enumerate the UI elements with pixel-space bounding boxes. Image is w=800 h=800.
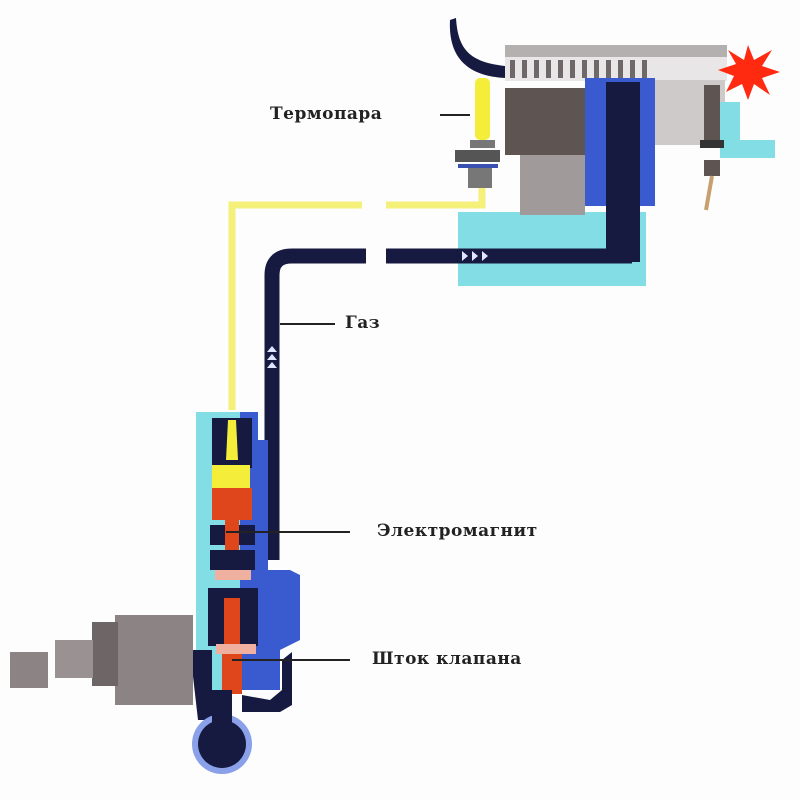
label-gas: Газ xyxy=(345,313,381,333)
label-thermocouple: Термопара xyxy=(270,104,383,124)
leader-lines xyxy=(226,114,470,661)
label-valve-stem: Шток клапана xyxy=(372,649,522,669)
valve-body xyxy=(190,412,300,774)
thermocouple-wire xyxy=(228,188,486,410)
spark-icon xyxy=(718,45,780,100)
gas-pipe xyxy=(264,248,632,560)
igniter xyxy=(700,85,775,211)
control-knob xyxy=(10,615,193,705)
label-electromagnet: Электромагнит xyxy=(377,521,538,541)
gas-flow-arrows xyxy=(267,251,488,368)
thermocouple xyxy=(455,78,500,188)
